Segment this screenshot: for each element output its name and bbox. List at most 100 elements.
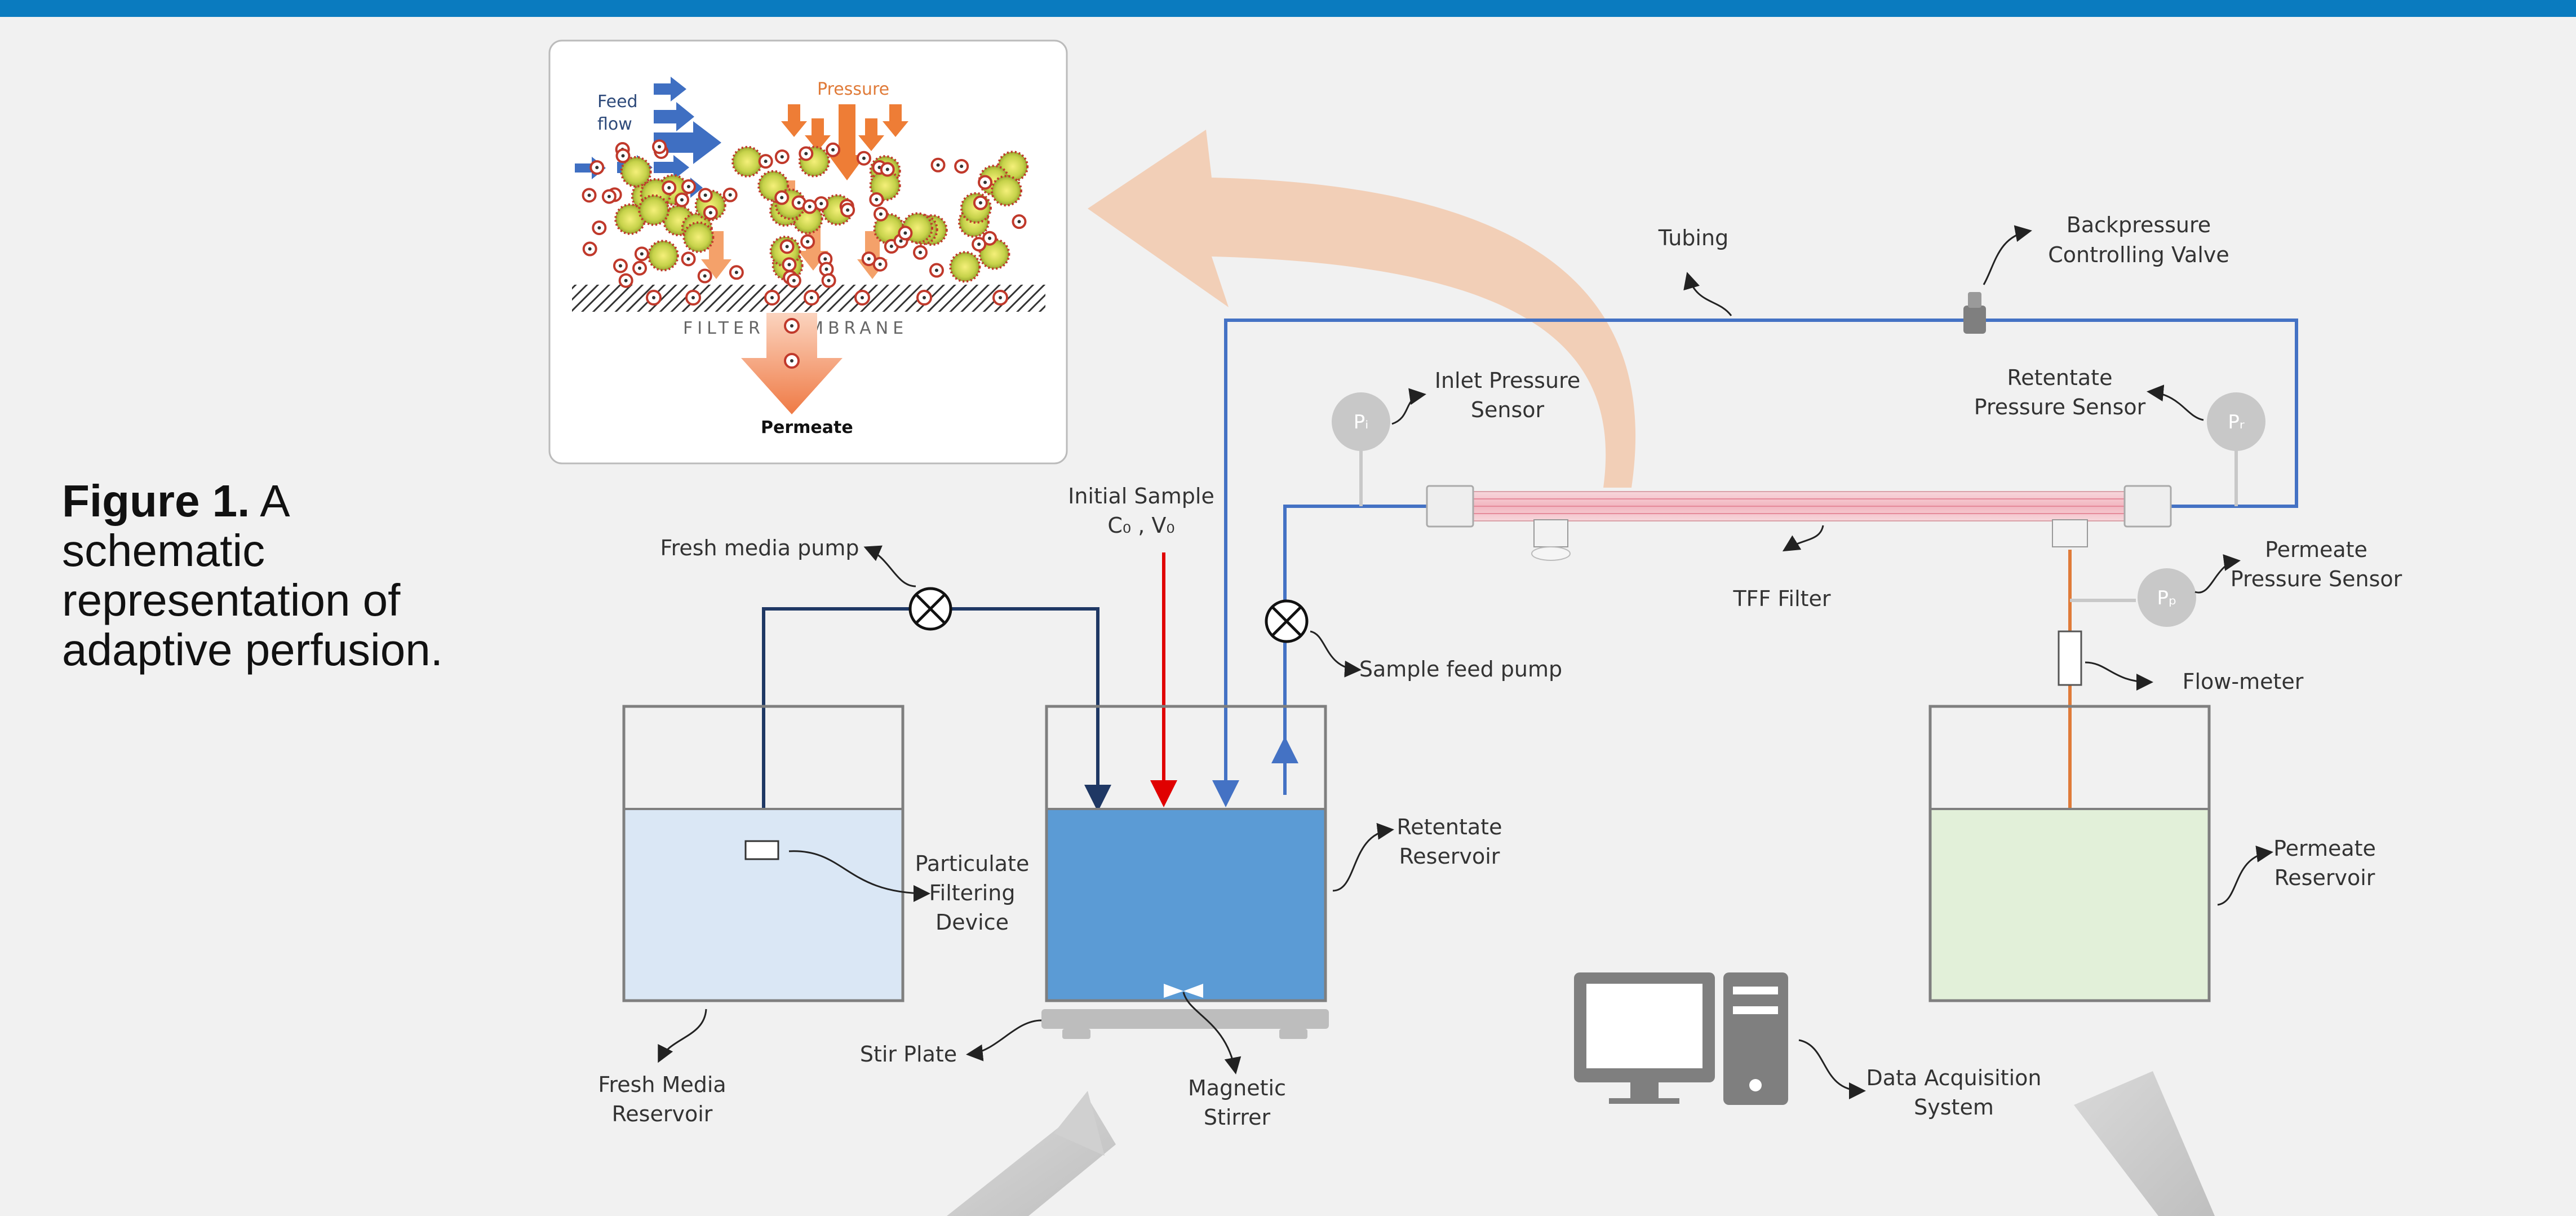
label-backpressure-1: Backpressure: [2067, 213, 2211, 237]
cell-particle: [647, 240, 679, 272]
particle-core: [999, 296, 1002, 299]
particle-core: [899, 239, 903, 243]
retentate-return-line: [1224, 319, 2298, 801]
particle-core: [936, 163, 940, 167]
particle-core: [624, 278, 628, 282]
particle-core: [703, 193, 707, 197]
caption-text: A schematic representation of adaptive p…: [62, 476, 444, 675]
cell-particle: [949, 251, 981, 283]
label-tubing: Tubing: [1658, 225, 1728, 250]
particle-core: [824, 267, 828, 271]
cell-particle: [682, 221, 715, 253]
fresh-media-pump-icon: [908, 587, 952, 631]
particulate-filter-icon: [744, 840, 779, 860]
permeate-reservoir-icon: [1928, 705, 2211, 1002]
header-bar: [0, 0, 2576, 17]
retentate-reservoir-icon: [1045, 705, 1327, 1002]
particle-core: [770, 296, 774, 299]
label-flow-meter: Flow-meter: [2183, 669, 2304, 694]
label-fresh-media-reservoir-2: Reservoir: [612, 1102, 713, 1126]
inset-pressure-label: Pressure: [817, 79, 889, 99]
particle-core: [621, 154, 625, 158]
sensor-pp-label: Pₚ: [2157, 587, 2176, 609]
computer-icon: [1574, 972, 1788, 1105]
particle-core: [658, 145, 662, 149]
label-fresh-media-reservoir-1: Fresh Media: [598, 1072, 726, 1097]
inlet-pressure-sensor-icon: Pᵢ: [1332, 392, 1390, 451]
particle-core: [988, 236, 992, 240]
leader-lines: [658, 225, 2273, 1099]
particle-core: [790, 359, 793, 362]
particle-core: [667, 185, 671, 189]
feed-line: [1283, 505, 1443, 795]
particle-core: [703, 274, 707, 278]
particle-core: [862, 156, 866, 160]
label-stir-plate: Stir Plate: [860, 1042, 957, 1067]
label-initial-sample-2: C₀ , V₀: [1107, 513, 1174, 538]
label-retentate-reservoir-1: Retentate: [1397, 815, 1502, 839]
particle-core: [823, 257, 827, 261]
particle-core: [588, 247, 592, 251]
particle-core: [790, 324, 793, 328]
inset-feed-label-1: Feed: [597, 92, 638, 112]
stir-plate-icon: [1041, 1009, 1329, 1039]
diagram-labels: Tubing Backpressure Controlling Valve In…: [598, 213, 2402, 1130]
label-magnetic-stirrer-1: Magnetic: [1188, 1076, 1286, 1100]
particle-core: [978, 201, 982, 205]
label-daq-1: Data Acquisition: [1866, 1065, 2042, 1090]
label-backpressure-2: Controlling Valve: [2048, 242, 2229, 267]
label-magnetic-stirrer-2: Stirrer: [1204, 1105, 1271, 1130]
label-permeate-sensor-1: Permeate: [2265, 537, 2367, 562]
label-permeate-reservoir-1: Permeate: [2273, 836, 2376, 861]
particle-core: [780, 155, 784, 159]
particle-core: [918, 250, 922, 254]
particle-core: [708, 211, 712, 215]
particle-core: [861, 296, 864, 299]
particle-core: [785, 245, 789, 249]
particle-core: [728, 193, 732, 197]
particle-core: [587, 193, 591, 197]
particle-core: [827, 278, 831, 282]
particle-core: [819, 202, 823, 206]
sensor-pi-label: Pᵢ: [1354, 411, 1369, 434]
backpressure-valve-icon: [1963, 292, 1986, 334]
grey-arrow-right: [2074, 1071, 2215, 1216]
label-initial-sample-1: Initial Sample: [1068, 484, 1214, 508]
particle-core: [640, 252, 644, 256]
sensor-pr-label: Pᵣ: [2228, 411, 2245, 434]
cell-particle: [638, 194, 670, 226]
particle-core: [638, 266, 642, 270]
particle-core: [804, 152, 808, 156]
label-particulate-1: Particulate: [915, 851, 1030, 876]
particle-core: [879, 212, 883, 216]
particle-core: [875, 197, 879, 201]
particle-core: [764, 160, 768, 163]
label-daq-2: System: [1914, 1095, 1994, 1120]
particle-core: [607, 194, 611, 198]
cell-particle: [620, 156, 652, 188]
retentate-pressure-sensor-icon: Pᵣ: [2207, 392, 2265, 451]
particle-core: [686, 185, 690, 189]
sample-feed-pump-icon: [1265, 599, 1309, 643]
particle-core: [889, 244, 893, 248]
particle-core: [691, 296, 695, 299]
label-inlet-sensor-1: Inlet Pressure: [1435, 368, 1580, 393]
particle-core: [934, 268, 938, 272]
label-fresh-media-pump: Fresh media pump: [660, 536, 859, 560]
label-particulate-3: Device: [935, 910, 1009, 935]
grey-arrow-left-tip: [1054, 1091, 1105, 1156]
cell-particle: [731, 145, 764, 178]
big-process-arrow: [1088, 130, 1636, 488]
label-permeate-reservoir-2: Reservoir: [2274, 865, 2375, 890]
particle-core: [780, 196, 784, 200]
inset-permeate-label: Permeate: [761, 418, 853, 437]
label-tff-filter: TFF Filter: [1732, 586, 1830, 611]
particle-core: [787, 263, 791, 267]
flow-meter-icon: [2058, 630, 2082, 686]
particle-core: [960, 164, 964, 168]
label-retentate-sensor-1: Retentate: [2007, 365, 2113, 390]
particle-core: [831, 148, 835, 152]
tff-filter-icon: [1426, 485, 2172, 561]
particle-core: [1017, 220, 1021, 224]
